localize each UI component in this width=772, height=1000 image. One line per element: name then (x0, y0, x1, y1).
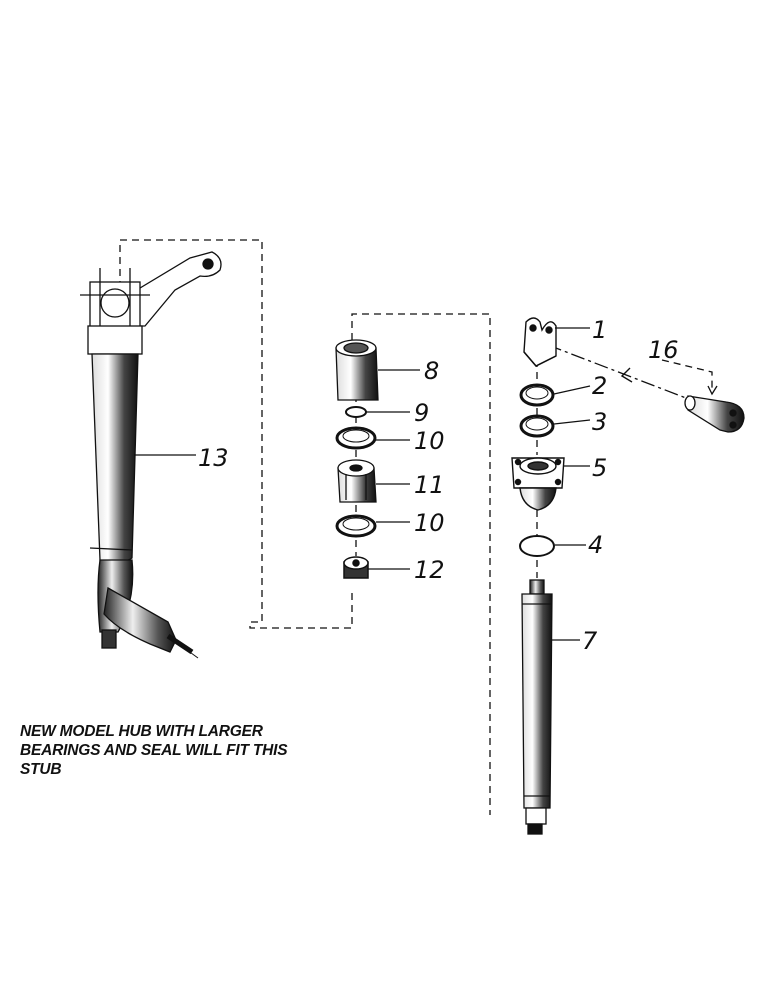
callout-10-lower: 10 (414, 509, 445, 537)
callout-8: 8 (424, 357, 439, 385)
part-16-bracket (684, 395, 745, 433)
callout-9: 9 (414, 399, 429, 427)
arrow-head-icon (620, 367, 633, 383)
callout-4: 4 (588, 531, 603, 559)
stub-note-line-3: STUB (20, 761, 62, 778)
callout-13: 13 (198, 444, 229, 472)
part-5-housing (511, 457, 565, 511)
callout-5: 5 (592, 454, 607, 482)
callout-10-upper: 10 (414, 427, 445, 455)
part-4-o-ring (519, 535, 555, 557)
stub-note-line-1: NEW MODEL HUB WITH LARGER (20, 723, 263, 740)
callout-7: 7 (582, 627, 598, 655)
callout-12: 12 (414, 556, 445, 584)
callout-16: 16 (648, 336, 679, 364)
callout-labels: 1 2 3 5 4 7 16 8 9 10 11 10 12 13 (198, 316, 679, 655)
part-9-ring (345, 406, 367, 418)
callout-1: 1 (592, 316, 607, 344)
stub-note: NEW MODEL HUB WITH LARGER BEARINGS AND S… (20, 722, 360, 779)
part-7-pin (521, 579, 553, 835)
part-1-clevis (523, 317, 557, 367)
part-10-seal-lower (335, 514, 377, 538)
callout-11: 11 (414, 471, 445, 499)
part-12-nut (343, 556, 369, 579)
part-8-bushing (335, 339, 379, 401)
part-10-seal-upper (335, 426, 377, 450)
stub-note-line-2: BEARINGS AND SEAL WILL FIT THIS (20, 742, 288, 759)
leader-lines (134, 327, 591, 641)
part-3-washer (519, 414, 555, 438)
part-2-washer (519, 383, 555, 407)
arrow-down-icon (707, 385, 718, 396)
callout-2: 2 (592, 372, 607, 400)
part-13-stub-axle (80, 251, 222, 659)
part-11-bearing (337, 459, 377, 503)
callout-3: 3 (592, 408, 607, 436)
